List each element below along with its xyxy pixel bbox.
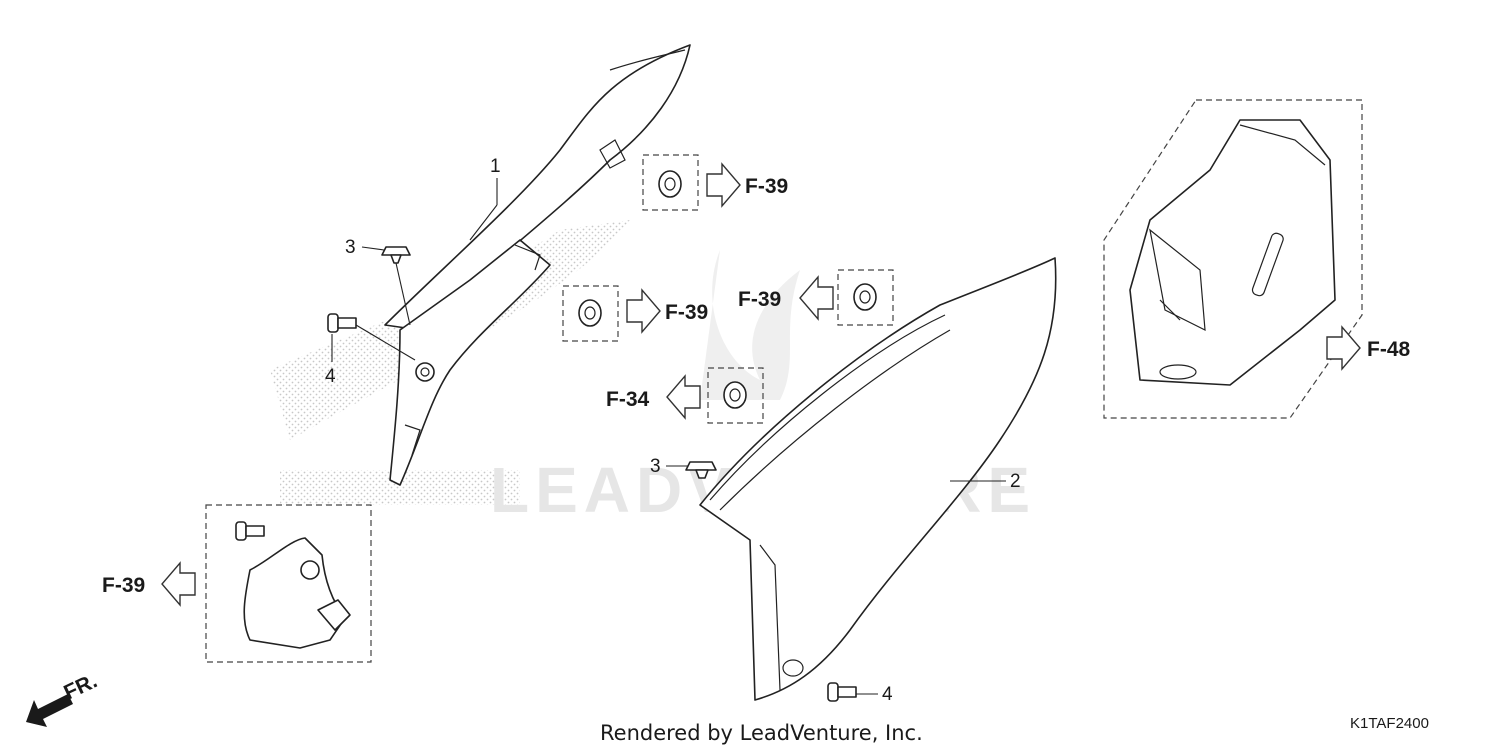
grommet-inset-mid-left[interactable] xyxy=(562,285,619,342)
housing-inset[interactable] xyxy=(1103,99,1363,419)
front-direction-indicator: FR. xyxy=(26,669,101,727)
ref-arrow-f39-mid-left[interactable]: F-39 xyxy=(738,275,834,321)
callout-4-upper: 4 xyxy=(325,366,336,387)
clip-part-3-lower[interactable] xyxy=(685,461,717,479)
ref-label-f48: F-48 xyxy=(1367,338,1411,361)
ref-arrow-f39-mid-right[interactable]: F-39 xyxy=(626,288,708,334)
grommet-inset-mid-right[interactable] xyxy=(837,269,894,326)
diagram-code: K1TAF2400 xyxy=(1350,715,1429,732)
ref-arrow-f34[interactable]: F-34 xyxy=(606,374,701,420)
callout-2: 2 xyxy=(1010,471,1021,492)
callout-1: 1 xyxy=(490,156,501,177)
callout-3-lower: 3 xyxy=(650,456,661,477)
ref-label-f34: F-34 xyxy=(606,388,650,411)
clip-part-3-upper[interactable] xyxy=(381,246,411,264)
ref-label-f39-mid-right: F-39 xyxy=(665,301,708,324)
ref-arrow-f48[interactable]: F-48 xyxy=(1326,325,1411,371)
ref-label-f39-bottom: F-39 xyxy=(102,574,145,597)
ref-arrow-f39-top[interactable]: F-39 xyxy=(706,162,788,208)
grommet-inset-f34[interactable] xyxy=(707,367,764,424)
part-1-side-cover-left[interactable] xyxy=(384,44,691,486)
part-2-side-cover-right[interactable] xyxy=(699,257,1057,701)
direction-arrow-icon xyxy=(26,694,73,727)
bolt-part-4-upper[interactable] xyxy=(327,313,357,333)
callout-4-lower: 4 xyxy=(882,684,893,705)
ref-label-f39-top: F-39 xyxy=(745,175,788,198)
rendered-by-footer: Rendered by LeadVenture, Inc. xyxy=(600,721,923,745)
bracket-inset[interactable] xyxy=(205,504,372,663)
grommet-inset-top[interactable] xyxy=(642,154,699,211)
ref-arrow-f39-bottom[interactable]: F-39 xyxy=(102,561,196,607)
ref-label-f39-mid-left: F-39 xyxy=(738,288,781,311)
leader-lines xyxy=(331,178,1006,695)
callout-3-upper: 3 xyxy=(345,237,356,258)
bolt-part-4-lower[interactable] xyxy=(827,682,857,702)
